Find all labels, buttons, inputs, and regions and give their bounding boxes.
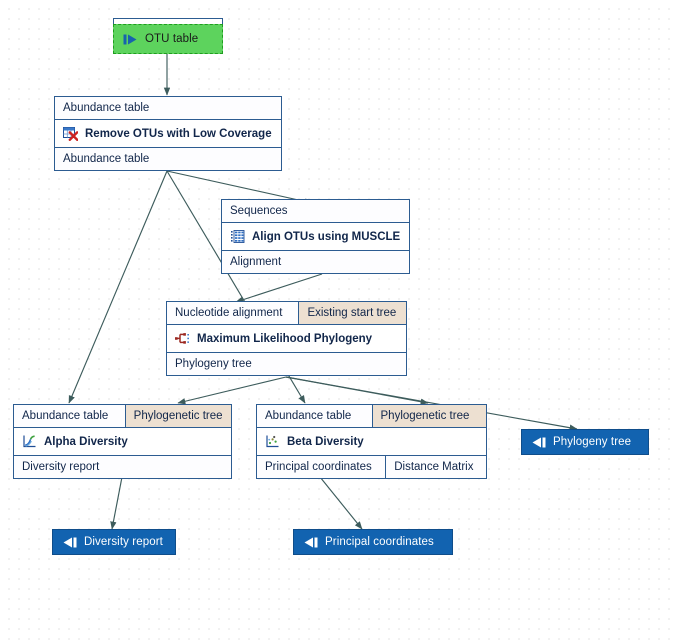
block-beta-diversity[interactable]: Abundance table Phylogenetic tree Beta D…	[256, 404, 487, 479]
input-port-row: Nucleotide alignment Existing start tree	[167, 302, 406, 325]
edge-phylo-to-beta	[285, 376, 429, 405]
block-align-otus-using-muscle[interactable]: Sequences Align OTUs using MUSCLE Alignm…	[221, 199, 410, 274]
block-body[interactable]: Align OTUs using MUSCLE	[222, 223, 409, 250]
input-port-abundance-table[interactable]: Abundance table	[14, 405, 125, 427]
tool-name: Beta Diversity	[287, 435, 364, 448]
output-arrow-icon	[532, 437, 546, 447]
input-port-phylogenetic-tree[interactable]: Phylogenetic tree	[371, 405, 486, 427]
input-arrow-icon	[123, 34, 137, 44]
line-chart-icon	[23, 435, 36, 448]
output-port-alignment[interactable]: Alignment	[222, 251, 409, 273]
output-port-row: Diversity report	[14, 455, 231, 478]
alignment-grid-icon	[231, 230, 245, 243]
input-port-abundance-table[interactable]: Abundance table	[257, 405, 372, 427]
output-port-phylogeny-tree[interactable]: Phylogeny tree	[167, 353, 406, 375]
input-port-row: Abundance table Phylogenetic tree	[14, 405, 231, 428]
output-port-row: Principal coordinates Distance Matrix	[257, 455, 486, 478]
block-body[interactable]: Remove OTUs with Low Coverage	[55, 120, 281, 147]
tool-name: Alpha Diversity	[44, 435, 128, 448]
output-port-row: Alignment	[222, 250, 409, 273]
tool-name: Maximum Likelihood Phylogeny	[197, 332, 373, 345]
input-port-sequences[interactable]: Sequences	[222, 200, 409, 222]
output-arrow-icon	[304, 537, 318, 547]
edge-muscle-to-phylogeny	[235, 273, 323, 303]
scatter-plot-icon	[266, 435, 279, 448]
block-maximum-likelihood-phylogeny[interactable]: Nucleotide alignment Existing start tree	[166, 301, 407, 376]
output-node-label: Diversity report	[84, 536, 163, 548]
tool-name: Align OTUs using MUSCLE	[252, 230, 401, 243]
phylogeny-tree-icon	[175, 333, 189, 344]
output-arrow-icon	[63, 537, 77, 547]
output-node-label: Phylogeny tree	[553, 436, 632, 448]
workflow-output-phylogeny-tree[interactable]: Phylogeny tree	[521, 429, 649, 455]
edge-phylo-to-alpha	[177, 376, 287, 405]
edge-remove-to-alpha	[68, 170, 168, 404]
block-alpha-diversity[interactable]: Abundance table Phylogenetic tree Alpha …	[13, 404, 232, 479]
workflow-output-principal-coordinates[interactable]: Principal coordinates	[293, 529, 453, 555]
table-delete-icon	[63, 127, 78, 141]
workflow-output-diversity-report[interactable]: Diversity report	[52, 529, 176, 555]
output-port-principal-coordinates[interactable]: Principal coordinates	[257, 456, 386, 478]
input-port-row: Sequences	[222, 200, 409, 223]
input-port-phylogenetic-tree[interactable]: Phylogenetic tree	[124, 405, 231, 427]
input-node-label: OTU table	[145, 33, 199, 45]
block-body[interactable]: Maximum Likelihood Phylogeny	[167, 325, 406, 352]
output-port-row: Phylogeny tree	[167, 352, 406, 375]
block-body[interactable]: Alpha Diversity	[14, 428, 231, 455]
output-node-label: Principal coordinates	[325, 536, 434, 548]
input-port-existing-start-tree[interactable]: Existing start tree	[298, 302, 406, 324]
output-port-row: Abundance table	[55, 147, 281, 170]
output-port-distance-matrix[interactable]: Distance Matrix	[385, 456, 486, 478]
input-port-row: Abundance table	[55, 97, 281, 120]
input-node-cap	[113, 18, 223, 24]
output-port-abundance-table[interactable]: Abundance table	[55, 148, 281, 170]
edge-beta-to-pcoa-output	[319, 476, 363, 530]
block-remove-otus-with-low-coverage[interactable]: Abundance table Remove OTUs with Low Cov…	[54, 96, 282, 171]
block-body[interactable]: Beta Diversity	[257, 428, 486, 455]
input-port-row: Abundance table Phylogenetic tree	[257, 405, 486, 428]
input-port-abundance-table[interactable]: Abundance table	[55, 97, 281, 119]
output-port-diversity-report[interactable]: Diversity report	[14, 456, 231, 478]
workflow-input-otu-table[interactable]: OTU table	[113, 18, 223, 54]
input-port-nucleotide-alignment[interactable]: Nucleotide alignment	[167, 302, 299, 324]
edge-alpha-to-report-output	[110, 476, 123, 530]
tool-name: Remove OTUs with Low Coverage	[85, 127, 272, 140]
